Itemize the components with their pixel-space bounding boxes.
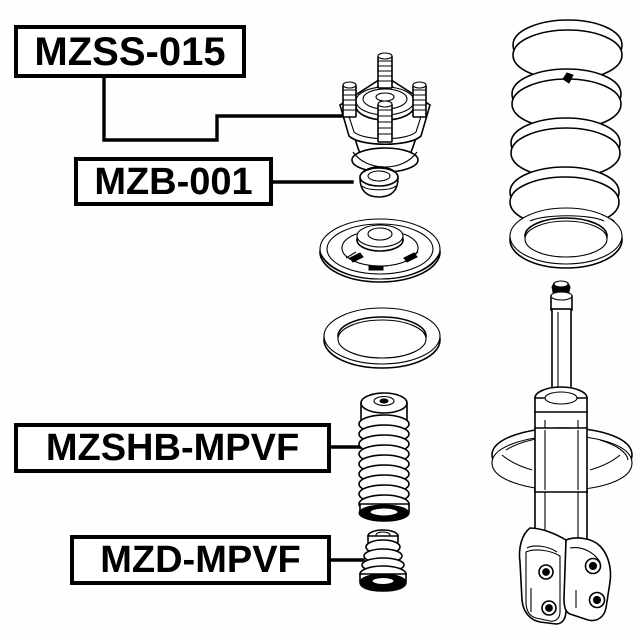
part-strut-mount	[339, 52, 431, 173]
leader-lines	[102, 76, 365, 562]
part-lower-spring-seat-ring	[509, 207, 623, 269]
part-upper-spring-seat	[319, 218, 441, 283]
part-strut-mount-bearing	[359, 166, 399, 198]
leader-mzss-015	[102, 76, 350, 142]
dust-boot-bellows	[358, 414, 410, 514]
part-label-mzss-015[interactable]: MZSS-015	[14, 25, 246, 78]
strut-lower-spring-seat	[491, 427, 633, 493]
part-spring-isolator-ring	[323, 307, 441, 369]
part-shock-absorber-strut	[491, 280, 633, 625]
strut-mounting-bracket	[518, 527, 612, 625]
part-bump-stop	[359, 529, 407, 592]
strut-mount-studs	[342, 52, 427, 143]
part-label-text: MZSS-015	[34, 29, 226, 74]
part-label-text: MZB-001	[94, 160, 253, 203]
part-label-mzb-001[interactable]: MZB-001	[74, 157, 273, 206]
part-label-text: MZSHB-MPVF	[45, 427, 300, 469]
part-label-mzd-mpvf[interactable]: MZD-MPVF	[70, 535, 331, 585]
part-label-mzshb-mpvf[interactable]: MZSHB-MPVF	[14, 423, 331, 473]
part-label-text: MZD-MPVF	[100, 539, 301, 581]
part-dust-boot	[358, 392, 410, 522]
